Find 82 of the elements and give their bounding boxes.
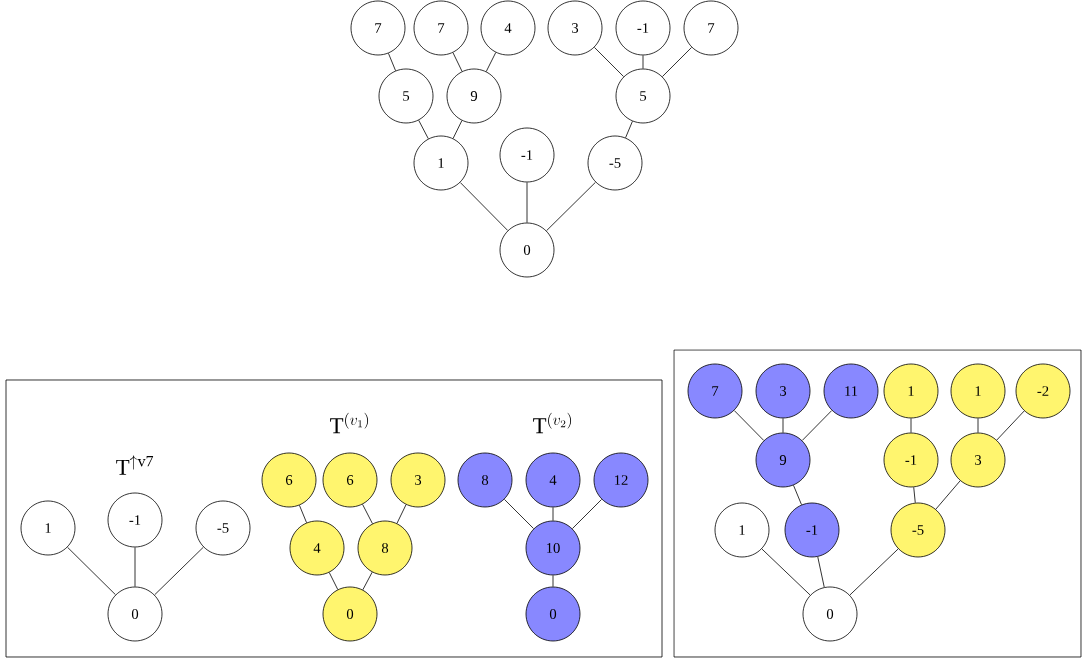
tree-edge (849, 548, 899, 596)
tree-edge (154, 546, 204, 596)
tree-edge (782, 418, 784, 433)
tree-node: -1 (107, 492, 163, 548)
tree-node: 10 (525, 520, 581, 576)
tree-node: -5 (587, 135, 643, 191)
tree-node: 1 (883, 363, 939, 419)
tree-node: 6 (322, 452, 378, 508)
tree-node: 7 (413, 0, 469, 56)
tree-node: -1 (615, 0, 671, 56)
tree-node: 0 (322, 586, 378, 642)
tree-edge (67, 546, 116, 596)
tree-node: 0 (525, 586, 581, 642)
tree-node: 7 (683, 0, 739, 56)
tree-node: 3 (950, 432, 1006, 488)
tree-node: -5 (195, 500, 251, 556)
tree-node: -2 (1015, 363, 1071, 419)
tree-node: 12 (593, 452, 649, 508)
tree-edge (733, 410, 765, 441)
tree-node: 8 (357, 520, 413, 576)
tree-node: 11 (823, 363, 879, 419)
tree-node: 7 (687, 363, 743, 419)
tree-edge (362, 571, 373, 591)
tree-node: -5 (890, 502, 946, 558)
tree-edge (396, 504, 407, 524)
tree-node: -1 (883, 432, 939, 488)
tree-edge (642, 55, 644, 69)
tree-node: 3 (390, 452, 446, 508)
tree-edge (977, 418, 979, 433)
tree-node: 0 (107, 586, 163, 642)
tree-node: 1 (413, 135, 469, 191)
tree-edge (418, 119, 429, 140)
tree-edge (328, 572, 339, 590)
tree-edge (817, 556, 825, 588)
tree-node: 4 (480, 0, 536, 56)
tree-edge (662, 46, 693, 78)
tree-node: 4 (289, 520, 345, 576)
tree-node: 1 (20, 500, 76, 556)
tree-node: 6 (261, 452, 317, 508)
tree-edge (504, 498, 535, 529)
tree-node: 8 (457, 452, 513, 508)
tree-node: 4 (525, 452, 581, 508)
tree-node: 1 (950, 363, 1006, 419)
tree-edge (459, 182, 509, 231)
tree-node: 1 (714, 502, 770, 558)
tree-edge (761, 548, 811, 596)
tree-node: 3 (755, 363, 811, 419)
tree-node: 5 (615, 68, 671, 124)
panel-frame (5, 379, 663, 658)
tree-edge (552, 507, 554, 521)
tree-edge (546, 181, 596, 232)
tree-edge (913, 486, 916, 504)
tree-edge (625, 120, 633, 139)
tree-edge (572, 498, 603, 529)
tree-edge (793, 484, 802, 506)
tree-node: 0 (499, 222, 555, 278)
tree-edge (910, 418, 912, 433)
tree-node: 5 (378, 68, 434, 124)
tree-edge (594, 46, 625, 78)
subtree-title: $\mathrm{T}^{(v_2)}$ (533, 412, 572, 434)
tree-node: 0 (802, 586, 858, 642)
tree-edge (299, 504, 307, 524)
tree-node: -1 (499, 127, 555, 183)
tree-edge (388, 52, 396, 72)
tree-node: 9 (446, 68, 502, 124)
tree-edge (552, 575, 554, 587)
tree-node: 3 (547, 0, 603, 56)
tree-node: -1 (784, 502, 840, 558)
subtree-title: $\mathrm{T}^{\uparrow \mathrm{v7}}$ (116, 455, 154, 475)
tree-edge (996, 410, 1025, 441)
tree-edge (452, 120, 463, 139)
tree-edge (485, 52, 497, 72)
tree-edge (526, 182, 528, 223)
tree-edge (935, 480, 961, 510)
tree-edge (134, 547, 136, 587)
tree-node: 7 (350, 0, 406, 56)
tree-edge (362, 503, 373, 525)
tree-edge (452, 52, 463, 72)
panel-frame (673, 349, 1082, 658)
tree-edge (801, 410, 833, 441)
subtree-title: $\mathrm{T}^{(v_1)}$ (330, 412, 369, 434)
tree-node: 9 (755, 432, 811, 488)
